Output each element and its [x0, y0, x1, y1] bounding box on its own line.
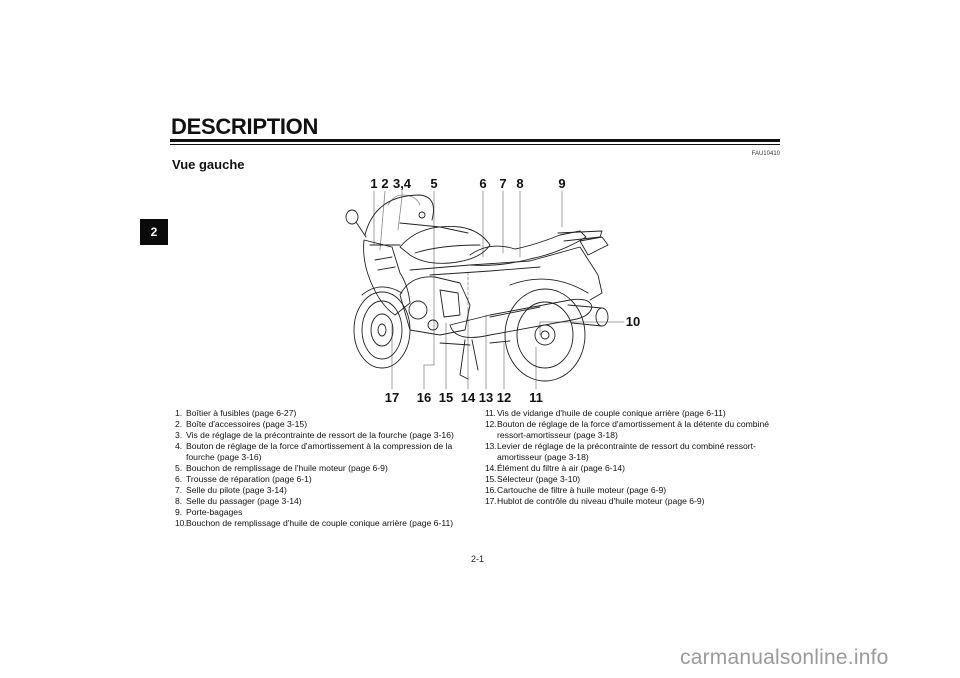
item-text: Boîte d'accessoires (page 3-15) [186, 419, 308, 429]
item-number: 9. [175, 507, 183, 517]
callout-11: 11 [529, 390, 543, 405]
item-text: Bouton de réglage de la force d'amortiss… [497, 419, 770, 440]
list-item: 11.Vis de vidange d'huile de couple coni… [485, 408, 785, 419]
item-text: Bouchon de remplissage d'huile de couple… [186, 518, 454, 528]
callout-6: 6 [479, 176, 487, 191]
list-item: 3.Vis de réglage de la précontrainte de … [175, 430, 480, 441]
item-text: Selle du passager (page 3-14) [186, 496, 302, 506]
item-text: Élément du filtre à air (page 6-14) [497, 463, 626, 473]
item-text: Bouchon de remplissage de l'huile moteur… [186, 463, 388, 473]
item-number: 5. [175, 463, 183, 473]
item-text: Bouton de réglage de la force d'amortiss… [186, 441, 453, 462]
list-item: 7.Selle du pilote (page 3-14) [175, 485, 480, 496]
page-title: DESCRIPTION [171, 114, 319, 139]
chapter-tab: 2 [140, 219, 168, 245]
callout-13: 13 [478, 390, 494, 405]
item-number: 3. [175, 430, 183, 440]
list-item: 8.Selle du passager (page 3-14) [175, 496, 480, 507]
item-number: 13. [485, 441, 497, 451]
callout-10: 10 [625, 314, 641, 329]
parts-list-left: 1.Boîtier à fusibles (page 6-27) 2.Boîte… [175, 408, 480, 529]
list-item: 9.Porte-bagages [175, 507, 480, 518]
callout-7: 7 [499, 176, 507, 191]
item-number: 7. [175, 485, 183, 495]
callout-16: 16 [416, 390, 432, 405]
callout-8: 8 [516, 176, 524, 191]
item-number: 12. [485, 419, 497, 429]
list-item: 10.Bouchon de remplissage d'huile de cou… [175, 518, 480, 529]
list-item: 15.Sélecteur (page 3-10) [485, 474, 785, 485]
item-text: Levier de réglage de la précontrainte de… [497, 441, 756, 462]
parts-list-right: 11.Vis de vidange d'huile de couple coni… [485, 408, 785, 507]
list-item: 2.Boîte d'accessoires (page 3-15) [175, 419, 480, 430]
page-number: 2-1 [471, 554, 485, 564]
item-number: 17. [485, 496, 497, 506]
list-item: 12.Bouton de réglage de la force d'amort… [485, 419, 785, 441]
list-item: 17.Hublot de contrôle du niveau d'huile … [485, 496, 785, 507]
list-item: 16.Cartouche de filtre à huile moteur (p… [485, 485, 785, 496]
list-item: 5.Bouchon de remplissage de l'huile mote… [175, 463, 480, 474]
item-number: 2. [175, 419, 183, 429]
reference-code: FAU10410 [751, 151, 780, 157]
callout-9: 9 [558, 176, 566, 191]
list-item: 4.Bouton de réglage de la force d'amorti… [175, 441, 480, 463]
item-number: 16. [485, 485, 497, 495]
callout-3-4: 3,4 [392, 176, 412, 191]
header-rule-thick [170, 139, 780, 142]
item-number: 4. [175, 441, 183, 451]
section-title: Vue gauche [172, 157, 245, 172]
callout-17: 17 [384, 390, 400, 405]
item-text: Trousse de réparation (page 6-1) [186, 474, 312, 484]
motorcycle-illustration: 1 2 3,4 5 6 7 8 9 10 17 16 15 14 13 12 1… [340, 175, 650, 410]
callout-14: 14 [460, 390, 476, 405]
item-number: 1. [175, 408, 183, 418]
list-item: 14.Élément du filtre à air (page 6-14) [485, 463, 785, 474]
item-number: 15. [485, 474, 497, 484]
watermark-link[interactable]: carmanualsonline.info [680, 646, 889, 669]
item-text: Porte-bagages [186, 507, 243, 517]
chapter-number: 2 [150, 225, 158, 239]
list-item: 6.Trousse de réparation (page 6-1) [175, 474, 480, 485]
item-text: Sélecteur (page 3-10) [497, 474, 581, 484]
item-number: 11. [485, 408, 496, 418]
item-number: 10. [175, 518, 187, 528]
item-text: Hublot de contrôle du niveau d'huile mot… [497, 496, 705, 506]
item-number: 8. [175, 496, 183, 506]
item-number: 6. [175, 474, 183, 484]
item-text: Vis de vidange d'huile de couple conique… [497, 408, 726, 418]
callout-15: 15 [438, 390, 454, 405]
motorcycle-drawing [345, 190, 625, 390]
header-rule-thin [170, 144, 780, 145]
item-text: Cartouche de filtre à huile moteur (page… [497, 485, 667, 495]
item-text: Selle du pilote (page 3-14) [186, 485, 287, 495]
callout-2: 2 [381, 176, 389, 191]
list-item: 13.Levier de réglage de la précontrainte… [485, 441, 785, 463]
callout-5: 5 [430, 176, 438, 191]
list-item: 1.Boîtier à fusibles (page 6-27) [175, 408, 480, 419]
item-number: 14. [485, 463, 497, 473]
callout-1: 1 [370, 176, 378, 191]
item-text: Boîtier à fusibles (page 6-27) [186, 408, 297, 418]
callout-12: 12 [496, 390, 512, 405]
item-text: Vis de réglage de la précontrainte de re… [186, 430, 454, 440]
